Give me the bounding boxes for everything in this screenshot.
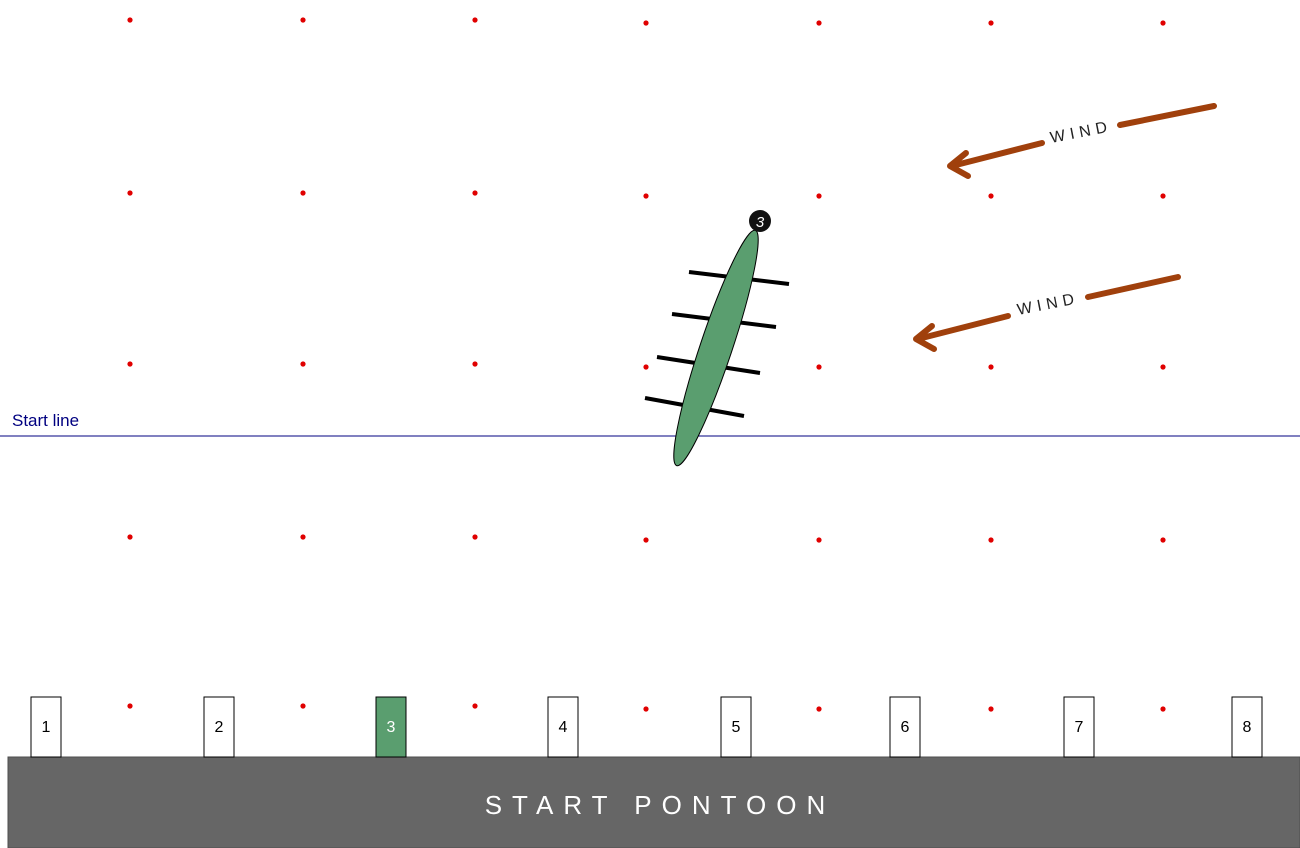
buoy bbox=[300, 534, 305, 539]
lane-marker-3: 3 bbox=[376, 697, 406, 757]
lane-marker-5: 5 bbox=[721, 697, 751, 757]
buoy-grid bbox=[127, 17, 1165, 711]
lane-number: 2 bbox=[215, 719, 224, 736]
boat: 3 bbox=[645, 210, 789, 471]
buoy bbox=[1160, 193, 1165, 198]
lane-marker-8: 8 bbox=[1232, 697, 1262, 757]
buoy bbox=[816, 706, 821, 711]
buoy bbox=[472, 534, 477, 539]
buoy bbox=[472, 361, 477, 366]
buoy bbox=[988, 706, 993, 711]
buoy bbox=[988, 193, 993, 198]
lane-marker-7: 7 bbox=[1064, 697, 1094, 757]
buoy bbox=[643, 706, 648, 711]
buoy bbox=[643, 20, 648, 25]
buoy bbox=[127, 703, 132, 708]
lane-number: 8 bbox=[1243, 719, 1252, 736]
buoy bbox=[988, 537, 993, 542]
buoy bbox=[472, 703, 477, 708]
buoy bbox=[816, 193, 821, 198]
lane-number: 1 bbox=[42, 719, 51, 736]
lane-marker-1: 1 bbox=[31, 697, 61, 757]
buoy bbox=[1160, 537, 1165, 542]
boat-number: 3 bbox=[756, 214, 765, 231]
buoy bbox=[127, 190, 132, 195]
lane-marker-4: 4 bbox=[548, 697, 578, 757]
lane-marker-6: 6 bbox=[890, 697, 920, 757]
wind-label: WIND bbox=[1049, 118, 1114, 147]
wind-label: WIND bbox=[1016, 290, 1081, 319]
lane-number: 7 bbox=[1075, 719, 1084, 736]
buoy bbox=[300, 361, 305, 366]
buoy bbox=[1160, 706, 1165, 711]
buoy bbox=[816, 20, 821, 25]
buoy bbox=[300, 703, 305, 708]
pontoon-label: START PONTOON bbox=[485, 790, 836, 820]
buoy bbox=[300, 17, 305, 22]
wind-arrow-lower: WIND bbox=[916, 277, 1178, 349]
buoy bbox=[643, 193, 648, 198]
buoy bbox=[816, 364, 821, 369]
buoy bbox=[1160, 20, 1165, 25]
start-line-label: Start line bbox=[12, 411, 79, 430]
buoy bbox=[988, 364, 993, 369]
buoy bbox=[127, 361, 132, 366]
boat-hull bbox=[661, 225, 770, 470]
buoy bbox=[988, 20, 993, 25]
buoy bbox=[472, 17, 477, 22]
wind-arrow-shaft bbox=[1088, 277, 1178, 297]
lane-number: 4 bbox=[559, 719, 568, 736]
buoy bbox=[127, 17, 132, 22]
lane-number: 3 bbox=[387, 719, 396, 736]
lane-marker-2: 2 bbox=[204, 697, 234, 757]
lane-number: 5 bbox=[732, 719, 741, 736]
buoy bbox=[643, 364, 648, 369]
buoy bbox=[472, 190, 477, 195]
buoy bbox=[816, 537, 821, 542]
buoy bbox=[127, 534, 132, 539]
buoy bbox=[300, 190, 305, 195]
wind-arrow-upper: WIND bbox=[950, 106, 1214, 176]
buoy bbox=[643, 537, 648, 542]
lane-number: 6 bbox=[901, 719, 910, 736]
buoy bbox=[1160, 364, 1165, 369]
lane-markers: 1 2 3 4 5 6 7 8 bbox=[31, 697, 1262, 757]
wind-arrow-shaft bbox=[1120, 106, 1214, 125]
